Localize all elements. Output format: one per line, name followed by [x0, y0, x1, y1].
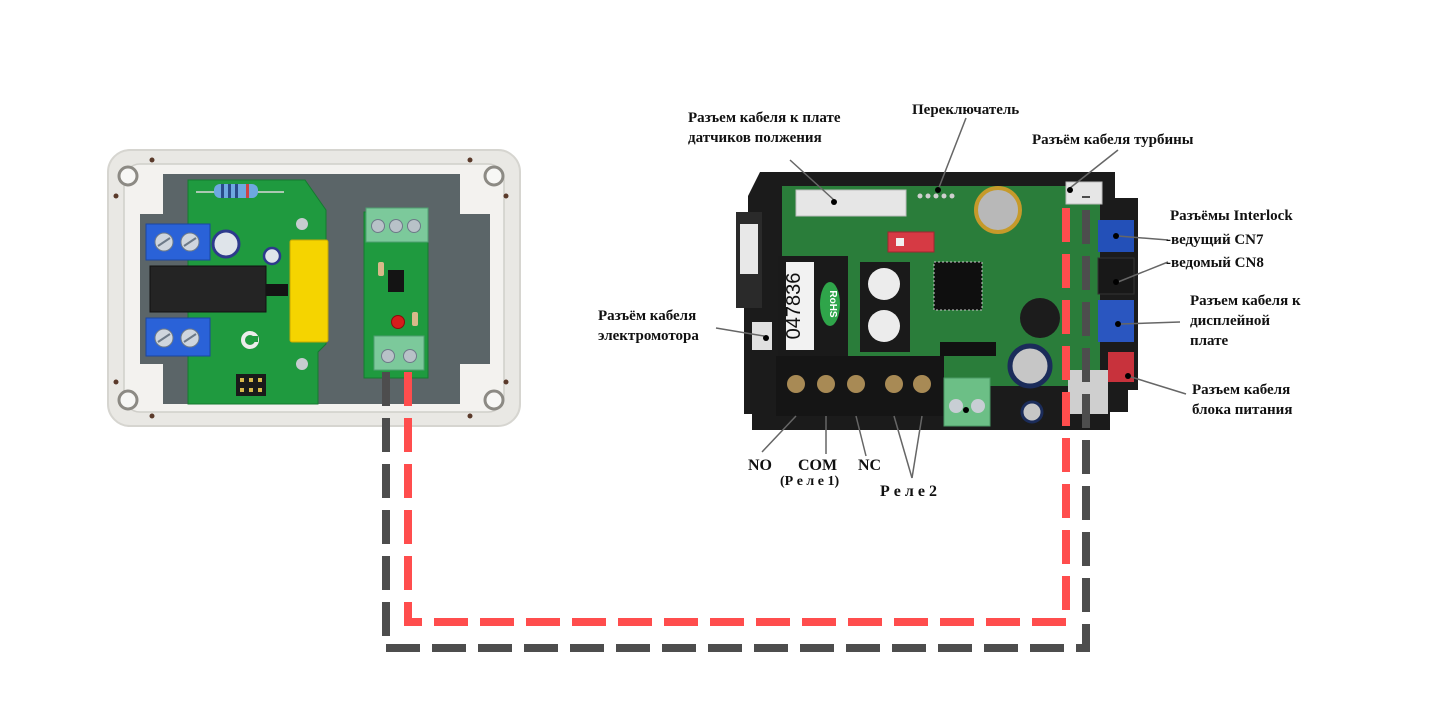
- dip-switch: [887, 231, 935, 253]
- label-interlock-title: Разъёмы Interlock: [1170, 208, 1293, 224]
- optocoupler-chip: [388, 270, 404, 292]
- buzzer: [1020, 298, 1060, 338]
- leader-dots: [763, 187, 1131, 413]
- position-sensor-connector: [795, 189, 907, 217]
- relay-pcb: [145, 179, 329, 405]
- red-led-icon: [391, 315, 405, 329]
- enclosure-screw-holes: [113, 157, 509, 419]
- label-relay2: Р е л е 2: [880, 483, 937, 500]
- capacitor-small: [262, 246, 282, 266]
- label-turbine-connector: Разъём кабеля турбины: [1032, 132, 1194, 148]
- terminal-block-top: [145, 223, 211, 261]
- pin-header: [236, 374, 266, 396]
- relay: [149, 265, 267, 313]
- cpu-chip: [933, 261, 983, 311]
- label-com: COM: [798, 457, 838, 474]
- label-interlock-slave: -ведомый CN8: [1166, 255, 1264, 271]
- yellow-capacitor: [289, 239, 329, 343]
- capacitor: [1007, 343, 1053, 389]
- terminal-block-bottom: [145, 317, 211, 357]
- rohs-badge: [820, 282, 840, 326]
- sticker-number: 047836: [783, 273, 805, 340]
- resistor: [196, 184, 284, 198]
- label-switch: Переключатель: [912, 102, 1020, 118]
- display-connector: [1098, 300, 1134, 342]
- label-no: NO: [748, 457, 772, 474]
- green-terminal-power: [943, 377, 991, 427]
- label-interlock-master: -ведущий CN7: [1166, 232, 1264, 248]
- wire-negative: [382, 196, 1090, 652]
- controller-board: 047836 RoHS: [736, 172, 1138, 430]
- capacitor-large: [211, 229, 241, 259]
- label-nc: NC: [858, 457, 882, 474]
- coin-battery: [974, 186, 1022, 234]
- switch-pins: [917, 193, 955, 199]
- turbine-connector: [1065, 181, 1103, 205]
- relay-terminals: [776, 356, 944, 416]
- interlock-cn8-connector: [1097, 257, 1135, 295]
- label-position-sensor-connector: Разъем кабеля к плате датчиков полжения: [688, 110, 841, 146]
- label-display-connector: Разъем кабеля к дисплейной плате: [1190, 293, 1301, 349]
- label-relay1: (Р е л е 1): [780, 474, 840, 489]
- wire-positive: [404, 196, 1070, 626]
- input-board: [363, 207, 429, 379]
- leader-lines: [715, 117, 1187, 479]
- green-terminal-top: [365, 207, 429, 243]
- rohs-text: RoHS: [827, 290, 838, 318]
- green-terminal-input: [373, 335, 425, 371]
- label-motor-connector: Разъём кабеля электромотора: [598, 308, 699, 344]
- label-power-connector: Разъем кабеля блока питания: [1192, 382, 1293, 418]
